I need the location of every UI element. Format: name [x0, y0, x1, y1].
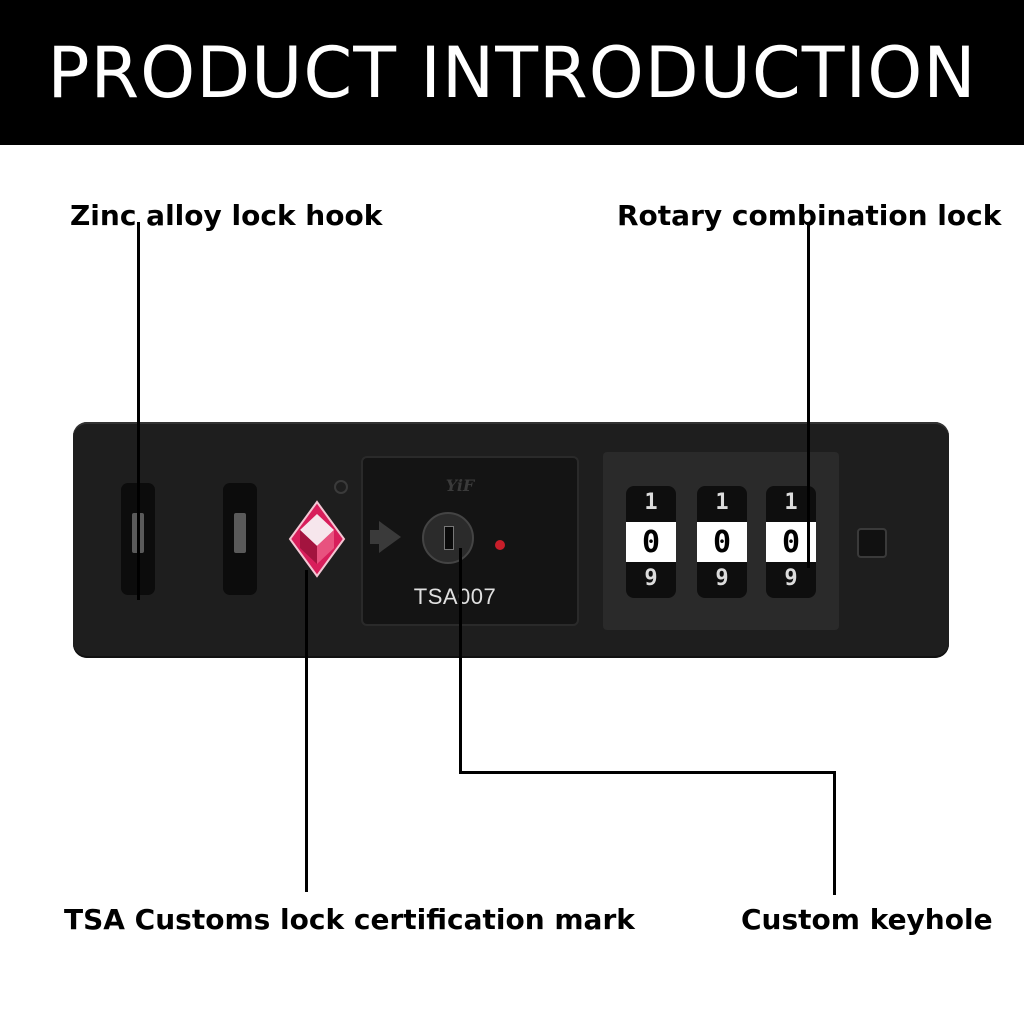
dial-digit-below: 9	[784, 566, 798, 591]
tsa-diamond-icon	[288, 500, 346, 578]
indicator-dot	[495, 540, 505, 550]
model-number: TSA007	[413, 584, 497, 609]
callout-line-rotary	[807, 222, 810, 568]
keyhole-slot	[444, 526, 454, 550]
callout-line-keyhole-vertical	[459, 548, 462, 774]
dial-digit-above: 1	[784, 490, 798, 515]
dial-digit-below: 9	[644, 566, 658, 591]
dial-digit-above: 1	[644, 490, 658, 515]
callout-line-keyhole-horizontal	[459, 771, 836, 774]
page-title: PRODUCT INTRODUCTION	[47, 31, 977, 114]
arrow-icon-stem	[370, 530, 380, 544]
lock-hook-right	[223, 483, 257, 595]
dial-digit-below: 9	[715, 566, 729, 591]
callout-line-keyhole-drop	[833, 771, 836, 895]
title-banner: PRODUCT INTRODUCTION	[0, 0, 1024, 145]
label-tsa-mark: TSA Customs lock certification mark	[64, 903, 635, 936]
dial-digit-current: 0	[697, 522, 747, 562]
screw-icon	[334, 480, 348, 494]
label-custom-keyhole: Custom keyhole	[741, 903, 993, 936]
combination-dial-2[interactable]: 1 0 9	[697, 486, 747, 598]
combination-dial-1[interactable]: 1 0 9	[626, 486, 676, 598]
dial-digit-current: 0	[626, 522, 676, 562]
dial-digit-above: 1	[715, 490, 729, 515]
release-button[interactable]	[857, 528, 887, 558]
callout-line-hook	[137, 222, 140, 600]
arrow-right-icon	[379, 521, 401, 553]
brand-logo: YiF	[445, 476, 475, 495]
callout-line-tsa	[305, 570, 308, 892]
hook-latch	[234, 513, 246, 553]
label-zinc-hook: Zinc alloy lock hook	[70, 199, 383, 232]
